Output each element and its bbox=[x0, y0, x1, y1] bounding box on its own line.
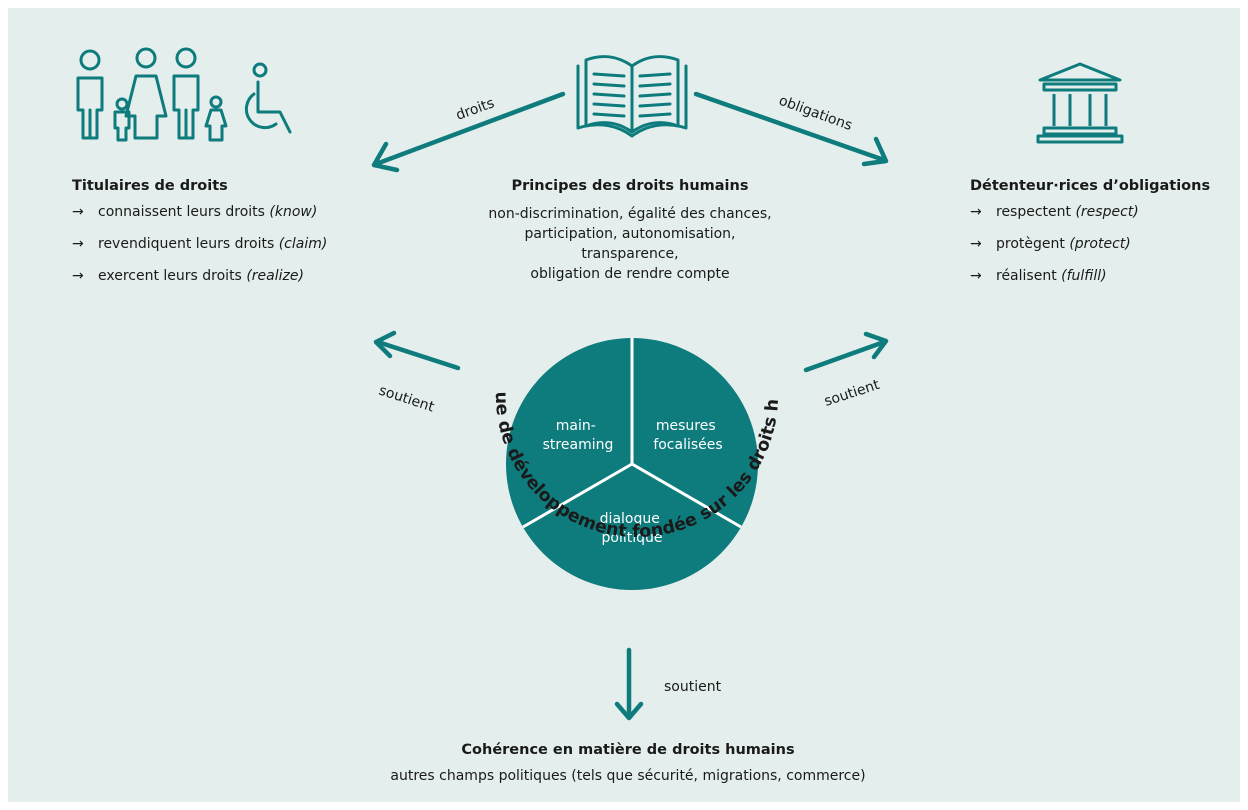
policy-pie: main- streaming mesures focalisées dialo… bbox=[506, 338, 758, 590]
principles-line: obligation de rendre compte bbox=[530, 266, 730, 282]
duty-bearers-item: → respectent (respect) bbox=[970, 204, 1210, 221]
principles-line: participation, autonomisation, bbox=[524, 226, 736, 242]
coherence-title: Cohérence en matière de droits humains bbox=[461, 742, 795, 758]
duty-bearers-panel: Détenteur·rices d’obligations → respecten… bbox=[970, 178, 1210, 300]
arrow-right-icon: → bbox=[970, 268, 982, 284]
principles-line: transparence, bbox=[581, 246, 679, 262]
arrow-soutient-left bbox=[373, 330, 461, 371]
open-book-icon bbox=[576, 55, 688, 138]
duty-bearers-item-text: protègent bbox=[996, 236, 1070, 252]
arrow-right-icon: → bbox=[970, 204, 982, 220]
institution-building-icon bbox=[1036, 62, 1124, 144]
arrow-droits bbox=[371, 91, 566, 173]
rights-holders-item-text: revendiquent leurs droits bbox=[98, 236, 279, 252]
rights-holders-item-text: exercent leurs droits bbox=[98, 268, 247, 284]
principles-title: Principes des droits humains bbox=[511, 178, 749, 194]
label-soutient-right: soutient bbox=[822, 377, 882, 410]
duty-bearers-title: Détenteur·rices d’obligations bbox=[970, 178, 1211, 194]
principles-line: non-discrimination, égalité des chances, bbox=[488, 206, 772, 222]
segment-mesures-focalisees: mesures focalisées bbox=[653, 418, 722, 453]
rights-holders-item-english: (realize) bbox=[246, 268, 304, 284]
rights-holders-title: Titulaires de droits bbox=[72, 178, 228, 194]
segment-dialogue-politique: dialogue politique bbox=[600, 511, 665, 546]
segment-mainstreaming: main- streaming bbox=[543, 418, 614, 453]
duty-bearers-item-english: (fulfill) bbox=[1061, 268, 1107, 284]
rights-holders-panel: Titulaires de droits → connaissent leurs … bbox=[72, 178, 327, 300]
coherence-subtitle: autres champs politiques (tels que sécur… bbox=[390, 768, 866, 784]
duty-bearers-item-text: réalisent bbox=[996, 268, 1062, 284]
family-icon bbox=[76, 47, 292, 142]
arrow-right-icon: → bbox=[72, 268, 84, 284]
arrow-soutient-down bbox=[614, 647, 644, 721]
rights-holders-item-english: (know) bbox=[269, 204, 318, 220]
duty-bearers-item-english: (protect) bbox=[1069, 236, 1131, 252]
principles-text: non-discrimination, égalité des chances,… bbox=[448, 204, 812, 284]
rights-holders-item: → exercent leurs droits (realize) bbox=[72, 268, 327, 285]
duty-bearers-item: → protègent (protect) bbox=[970, 236, 1210, 253]
rights-holders-item-text: connaissent leurs droits bbox=[98, 204, 270, 220]
label-soutient-down: soutient bbox=[664, 679, 722, 695]
arrow-soutient-right bbox=[803, 331, 889, 373]
rights-holders-item-english: (claim) bbox=[278, 236, 328, 252]
rights-holders-item: → connaissent leurs droits (know) bbox=[72, 204, 327, 221]
duty-bearers-item: → réalisent (fulfill) bbox=[970, 268, 1210, 285]
label-soutient-left: soutient bbox=[377, 383, 437, 416]
arrow-right-icon: → bbox=[72, 236, 84, 252]
arrow-right-icon: → bbox=[72, 204, 84, 220]
diagram-canvas: droits obligations soutient soutient sou… bbox=[8, 8, 1240, 802]
rights-holders-item: → revendiquent leurs droits (claim) bbox=[72, 236, 327, 253]
principles-panel: Principes des droits humains non-discrim… bbox=[448, 178, 812, 284]
arrow-right-icon: → bbox=[970, 236, 982, 252]
duty-bearers-item-text: respectent bbox=[996, 204, 1076, 220]
duty-bearers-list: → respectent (respect) → protègent (protect… bbox=[970, 204, 1210, 285]
arrow-obligations bbox=[693, 91, 889, 167]
duty-bearers-item-english: (respect) bbox=[1075, 204, 1139, 220]
coherence-panel: Cohérence en matière de droits humains a… bbox=[298, 742, 958, 784]
diagram-graphics: droits obligations soutient soutient sou… bbox=[8, 8, 1124, 721]
rights-holders-list: → connaissent leurs droits (know) → revendi… bbox=[72, 204, 327, 285]
